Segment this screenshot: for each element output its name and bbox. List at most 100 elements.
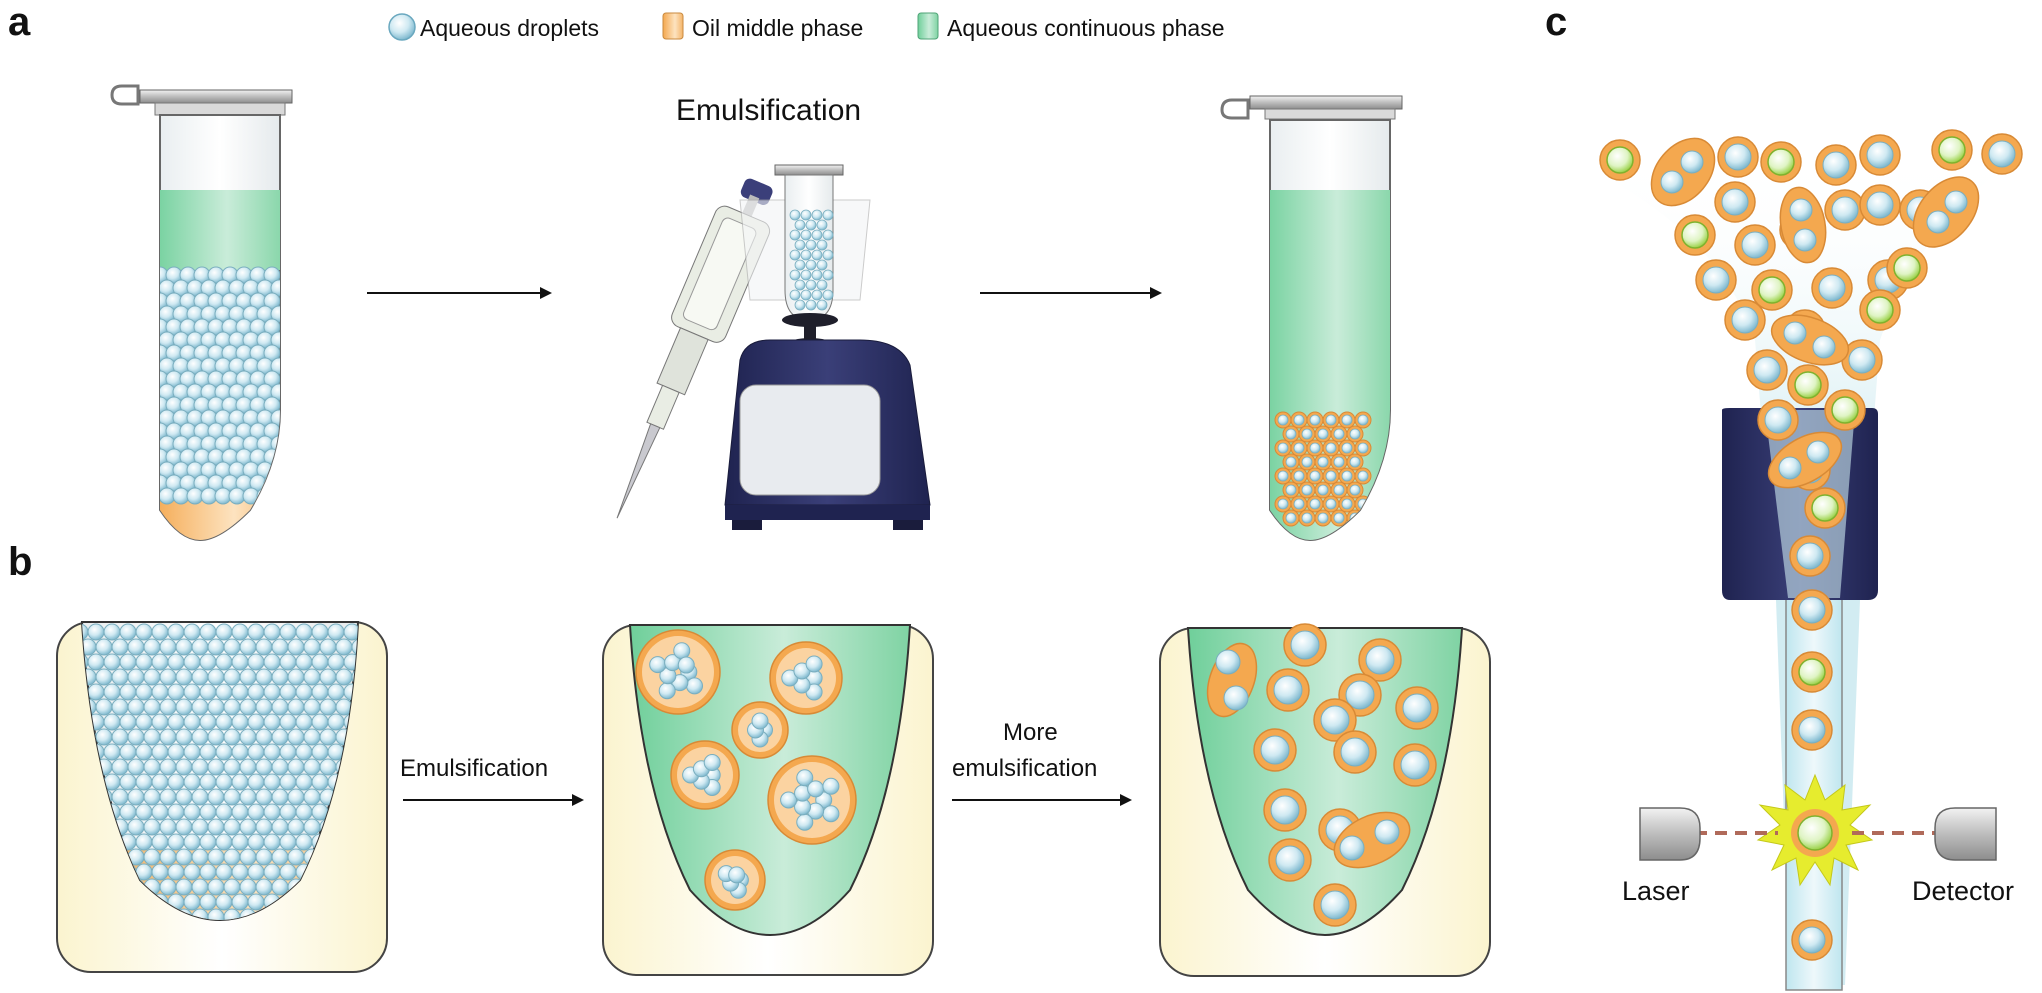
packed-droplet: [103, 683, 121, 701]
vortex-droplet: [805, 219, 817, 231]
inner-droplet: [1402, 693, 1432, 723]
packed-droplet: [263, 266, 280, 284]
packed-droplet: [143, 668, 161, 686]
packed-droplet: [295, 743, 313, 761]
inner-droplet: [1374, 819, 1400, 845]
packed-droplet: [215, 653, 233, 671]
tube-before-emulsification: [110, 84, 293, 542]
packed-droplet: [279, 743, 297, 761]
packed-droplet: [311, 653, 329, 671]
positive-core: [1866, 296, 1894, 324]
packed-droplet: [191, 818, 209, 836]
inner-core: [1349, 456, 1361, 468]
packed-droplet: [191, 758, 209, 776]
inner-droplet: [1260, 735, 1290, 765]
packed-droplet: [151, 743, 169, 761]
inner-droplet: [807, 780, 825, 798]
vortex-droplet: [789, 209, 801, 221]
vortex-mixer-icon: [724, 164, 931, 530]
packed-droplet: [279, 833, 297, 851]
packed-droplet: [279, 623, 297, 641]
packed-droplet: [127, 668, 145, 686]
inner-core: [1341, 498, 1353, 510]
packed-droplet: [135, 743, 153, 761]
vortex-droplet: [805, 299, 817, 311]
packed-droplet: [143, 728, 161, 746]
inner-droplet: [1223, 685, 1249, 711]
packed-droplet: [311, 773, 329, 791]
packed-droplet: [151, 833, 169, 851]
packed-droplet: [239, 788, 257, 806]
negative-core: [1721, 188, 1749, 216]
packed-droplet: [215, 713, 233, 731]
packed-droplet: [183, 623, 201, 641]
negative-core: [1818, 274, 1846, 302]
packed-droplet: [207, 818, 225, 836]
packed-droplet: [183, 743, 201, 761]
inner-core: [1357, 470, 1369, 482]
packed-droplet: [279, 713, 297, 731]
packed-droplet: [271, 668, 289, 686]
packed-droplet: [191, 728, 209, 746]
packed-droplet: [263, 713, 281, 731]
vortex-droplet: [816, 259, 828, 271]
packed-droplet: [111, 788, 129, 806]
packed-droplet: [135, 713, 153, 731]
packed-droplet: [239, 728, 257, 746]
vortex-droplet: [816, 279, 828, 291]
packed-droplet: [111, 698, 129, 716]
packed-droplet: [231, 743, 249, 761]
vortex-droplet: [794, 279, 806, 291]
packed-droplet: [327, 683, 345, 701]
packed-droplet: [143, 818, 161, 836]
packed-droplet: [199, 743, 217, 761]
packed-droplet: [255, 758, 273, 776]
vortex-droplet: [816, 299, 828, 311]
packed-droplet: [263, 833, 281, 851]
packed-droplet: [295, 653, 313, 671]
inner-core: [1309, 442, 1321, 454]
panel-label-b: b: [8, 540, 32, 584]
arrow-b1-label: Emulsification: [400, 755, 548, 782]
positive-core: [1893, 254, 1921, 282]
packed-droplet: [270, 305, 280, 323]
packed-droplet: [119, 683, 137, 701]
packed-droplet: [311, 683, 329, 701]
inner-droplet: [1400, 750, 1430, 780]
packed-droplet: [287, 848, 305, 866]
packed-droplet: [239, 818, 257, 836]
packed-droplet: [175, 698, 193, 716]
packed-droplet: [183, 893, 201, 911]
vortex-droplet: [789, 269, 801, 281]
inner-droplet: [822, 805, 840, 823]
packed-droplet: [295, 773, 313, 791]
negative-core: [1798, 596, 1826, 624]
legend: Aqueous droplets Oil middle phase Aqueou…: [388, 12, 1225, 41]
inner-core: [1341, 414, 1353, 426]
packed-droplet: [151, 773, 169, 791]
packed-droplet: [159, 878, 177, 896]
packed-droplet: [159, 638, 177, 656]
packed-droplet: [327, 713, 345, 731]
packed-droplet: [215, 743, 233, 761]
packed-droplet: [271, 878, 289, 896]
legend-droplet-swatch: [388, 13, 416, 41]
packed-droplet: [159, 818, 177, 836]
packed-droplet: [143, 758, 161, 776]
packed-droplet: [199, 653, 217, 671]
packed-droplet: [263, 396, 280, 414]
packed-droplet: [303, 758, 321, 776]
packed-droplet: [247, 773, 265, 791]
packed-droplet: [215, 623, 233, 641]
inner-core: [1349, 428, 1361, 440]
packed-droplets: [160, 266, 280, 505]
packed-droplet: [175, 818, 193, 836]
vortex-droplet: [811, 289, 823, 301]
negative-core: [1796, 542, 1824, 570]
packed-droplet: [135, 623, 153, 641]
positive-core: [1794, 371, 1822, 399]
negative-core: [1753, 356, 1781, 384]
vortex-droplet: [811, 229, 823, 241]
panel-label-c: c: [1545, 0, 1567, 44]
